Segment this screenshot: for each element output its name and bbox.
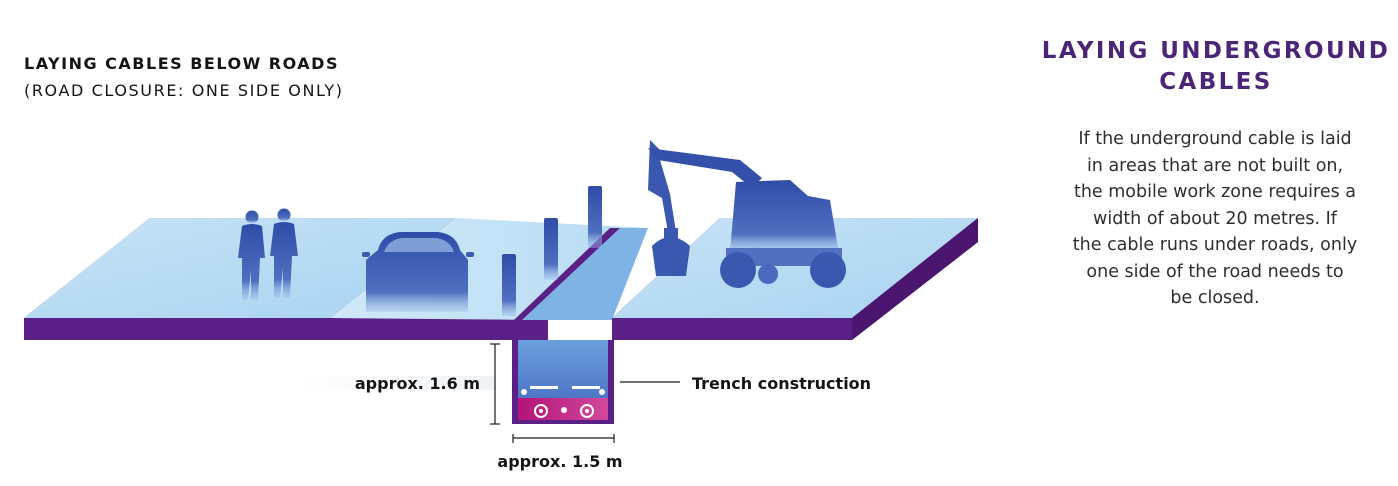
diagram-title: LAYING CABLES BELOW ROADS xyxy=(24,54,339,73)
depth-label-backdrop xyxy=(296,376,496,390)
width-label: approx. 1.5 m xyxy=(497,452,622,471)
pedestrians-icon xyxy=(238,208,298,300)
info-panel-line: If the underground cable is laid xyxy=(1078,129,1352,149)
trench-cut xyxy=(514,228,648,320)
info-panel-line: in areas that are not built on, xyxy=(1086,155,1344,176)
car-icon xyxy=(362,232,474,312)
info-panel-line: the mobile work zone requires a xyxy=(1073,182,1357,202)
diagram-heading: LAYING CABLES BELOW ROADS (ROAD CLOSURE:… xyxy=(24,50,344,104)
right-slab-surface xyxy=(612,218,978,318)
info-panel-line: one side of the road needs to xyxy=(1086,261,1344,282)
trench-wall xyxy=(514,228,620,320)
barrier-post-icon xyxy=(502,186,602,316)
depth-label: approx. 1.6 m xyxy=(355,374,480,393)
left-slab-surface xyxy=(24,218,455,318)
road-edge xyxy=(330,318,548,340)
info-panel-line: width of about 20 metres. If xyxy=(1093,208,1337,229)
cable-duct-icon xyxy=(521,386,605,418)
info-panel-title-line: CABLES xyxy=(1159,69,1273,95)
info-panel-line: be closed. xyxy=(1170,288,1260,308)
trench-label: Trench construction xyxy=(692,374,871,393)
info-panel-title-line: LAYING UNDERGROUND xyxy=(1041,38,1391,64)
excavator-icon xyxy=(648,140,846,288)
diagram-subtitle: (ROAD CLOSURE: ONE SIDE ONLY) xyxy=(24,81,344,100)
info-panel-line: the cable runs under roads, only xyxy=(1072,235,1358,255)
trench-illustration: approx. 1.6 m approx. 1.5 m Trench const… xyxy=(24,140,978,471)
info-panel-title: LAYING UNDERGROUND CABLES xyxy=(1040,36,1392,98)
info-panel-body: If the underground cable is laid in area… xyxy=(1050,126,1380,312)
right-slab-side xyxy=(852,218,978,340)
